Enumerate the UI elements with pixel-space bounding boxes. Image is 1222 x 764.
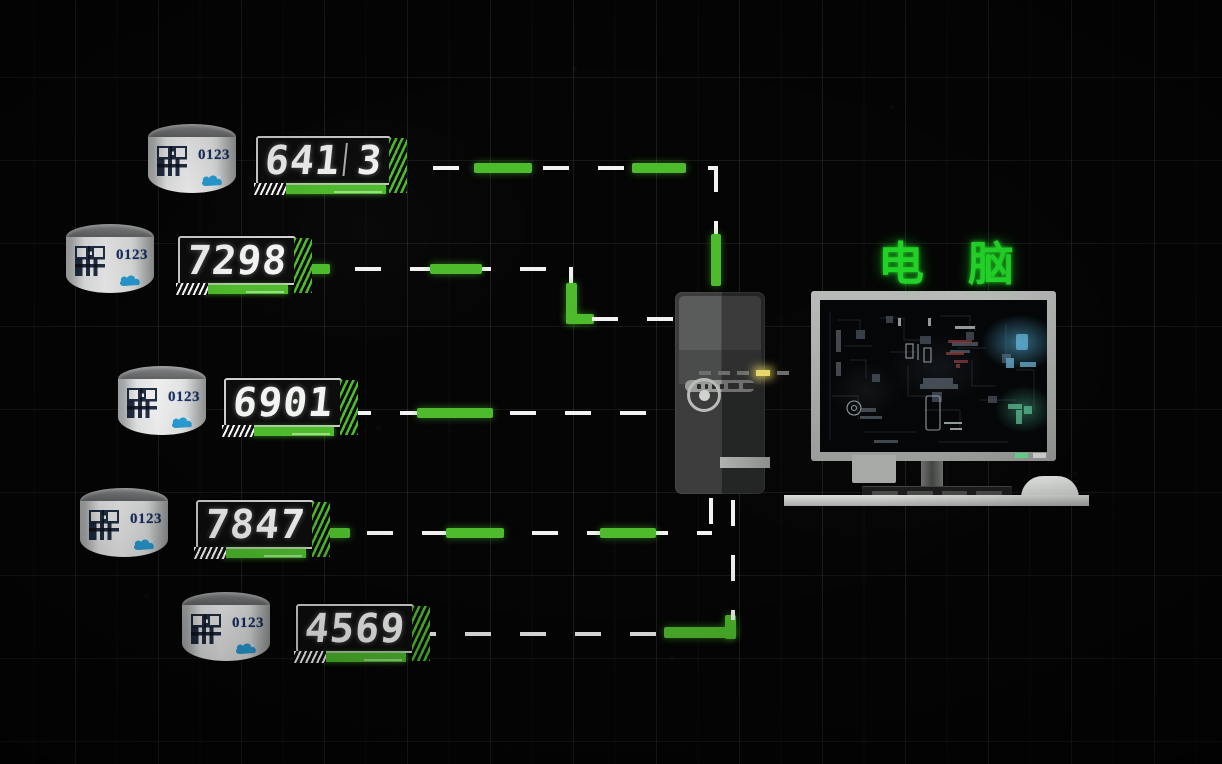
data-link-row-4-riser <box>709 498 713 534</box>
tower-led-active <box>756 370 770 376</box>
data-packet <box>430 264 482 274</box>
qr-code-icon <box>127 388 157 418</box>
hatch-marker-left <box>194 547 226 559</box>
tower-port-wide <box>727 383 740 389</box>
database-cylinder[interactable]: 0123 <box>182 592 270 670</box>
data-packet <box>632 163 686 173</box>
status-led-white-icon <box>1033 453 1046 458</box>
tower-port <box>719 383 724 389</box>
cylinder-body: 0123 <box>66 237 154 293</box>
tower-drive-bay <box>679 350 789 392</box>
hatch-marker-right <box>389 138 408 193</box>
database-number: 0123 <box>168 389 200 405</box>
data-packet-corner <box>566 314 594 324</box>
counter-value: 7847 <box>202 502 308 548</box>
desktop-monitor[interactable] <box>811 291 1056 461</box>
counter-value: 6901 <box>230 380 336 426</box>
cloud-upload-icon <box>170 414 196 430</box>
counter-display: 4569 <box>294 604 431 663</box>
database-cylinder[interactable]: 0123 <box>118 366 206 444</box>
hatch-marker-left <box>254 183 286 195</box>
counter-bar <box>222 549 306 558</box>
hatch-marker-right <box>412 606 431 661</box>
tower-led <box>737 371 749 375</box>
cylinder-body: 0123 <box>182 605 270 661</box>
hatch-marker-left <box>294 651 326 663</box>
qr-code-icon <box>157 146 187 176</box>
counter-display: 7298 <box>176 236 313 295</box>
cloud-upload-icon <box>118 272 144 288</box>
desktop-tower[interactable] <box>675 292 789 494</box>
counter-display: 6901 <box>222 378 359 437</box>
counter-value: 4569 <box>302 606 408 652</box>
hatch-marker-left <box>222 425 254 437</box>
database-cylinder[interactable]: 0123 <box>148 124 236 202</box>
tower-port-wide <box>743 383 755 389</box>
database-number: 0123 <box>232 615 264 631</box>
counter-screen: 7847 <box>196 500 315 549</box>
cylinder-body: 0123 <box>148 137 236 193</box>
database-number: 0123 <box>130 511 162 527</box>
cylinder-body: 0123 <box>118 379 206 435</box>
data-packet <box>474 163 532 173</box>
monitor-bezel <box>811 291 1056 461</box>
counter-value: 7298 <box>184 238 290 284</box>
cloud-upload-icon <box>234 640 260 656</box>
database-number: 0123 <box>198 147 230 163</box>
page-title: 电 脑 <box>878 237 1029 291</box>
cloud-upload-icon <box>200 172 226 188</box>
qr-code-icon <box>89 510 119 540</box>
data-packet <box>446 528 504 538</box>
counter-screen: 7298 <box>178 236 297 285</box>
tower-badge <box>720 457 770 468</box>
data-link-row-3 <box>345 411 675 415</box>
monitor-screen[interactable] <box>820 300 1047 452</box>
counter-bar <box>204 285 288 294</box>
screen-glow <box>820 300 1047 452</box>
tower-led <box>699 371 711 375</box>
tower-led <box>718 371 730 375</box>
data-link-row-5-riser <box>731 500 735 620</box>
database-cylinder[interactable]: 0123 <box>80 488 168 566</box>
counter-screen: 4569 <box>296 604 415 653</box>
hatch-marker-right <box>340 380 359 435</box>
hatch-marker-right <box>312 502 331 557</box>
cloud-upload-icon <box>132 536 158 552</box>
counter-bar <box>282 185 386 194</box>
power-led-green-icon <box>1015 453 1028 458</box>
cylinder-body: 0123 <box>80 501 168 557</box>
tower-led <box>777 371 789 375</box>
data-link-row-2b <box>592 317 682 321</box>
counter-screen: 6901 <box>224 378 343 427</box>
monitor-side-tab <box>852 455 896 483</box>
database-number: 0123 <box>116 247 148 263</box>
data-packet <box>711 234 721 286</box>
monitor-indicator-lights <box>1015 453 1046 458</box>
data-link-row-5 <box>410 632 680 636</box>
tower-led-row <box>699 370 789 376</box>
counter-bar <box>250 427 334 436</box>
data-packet <box>417 408 493 418</box>
power-button-icon[interactable] <box>687 378 721 412</box>
counter-display: 7847 <box>194 500 331 559</box>
desk-surface <box>784 495 1089 506</box>
data-packet <box>600 528 656 538</box>
database-cylinder[interactable]: 0123 <box>66 224 154 302</box>
tower-top-panel <box>679 296 761 352</box>
qr-code-icon <box>75 246 105 276</box>
hatch-marker-left <box>176 283 208 295</box>
qr-code-icon <box>191 614 221 644</box>
counter-bar <box>322 653 406 662</box>
hatch-marker-right <box>294 238 313 293</box>
